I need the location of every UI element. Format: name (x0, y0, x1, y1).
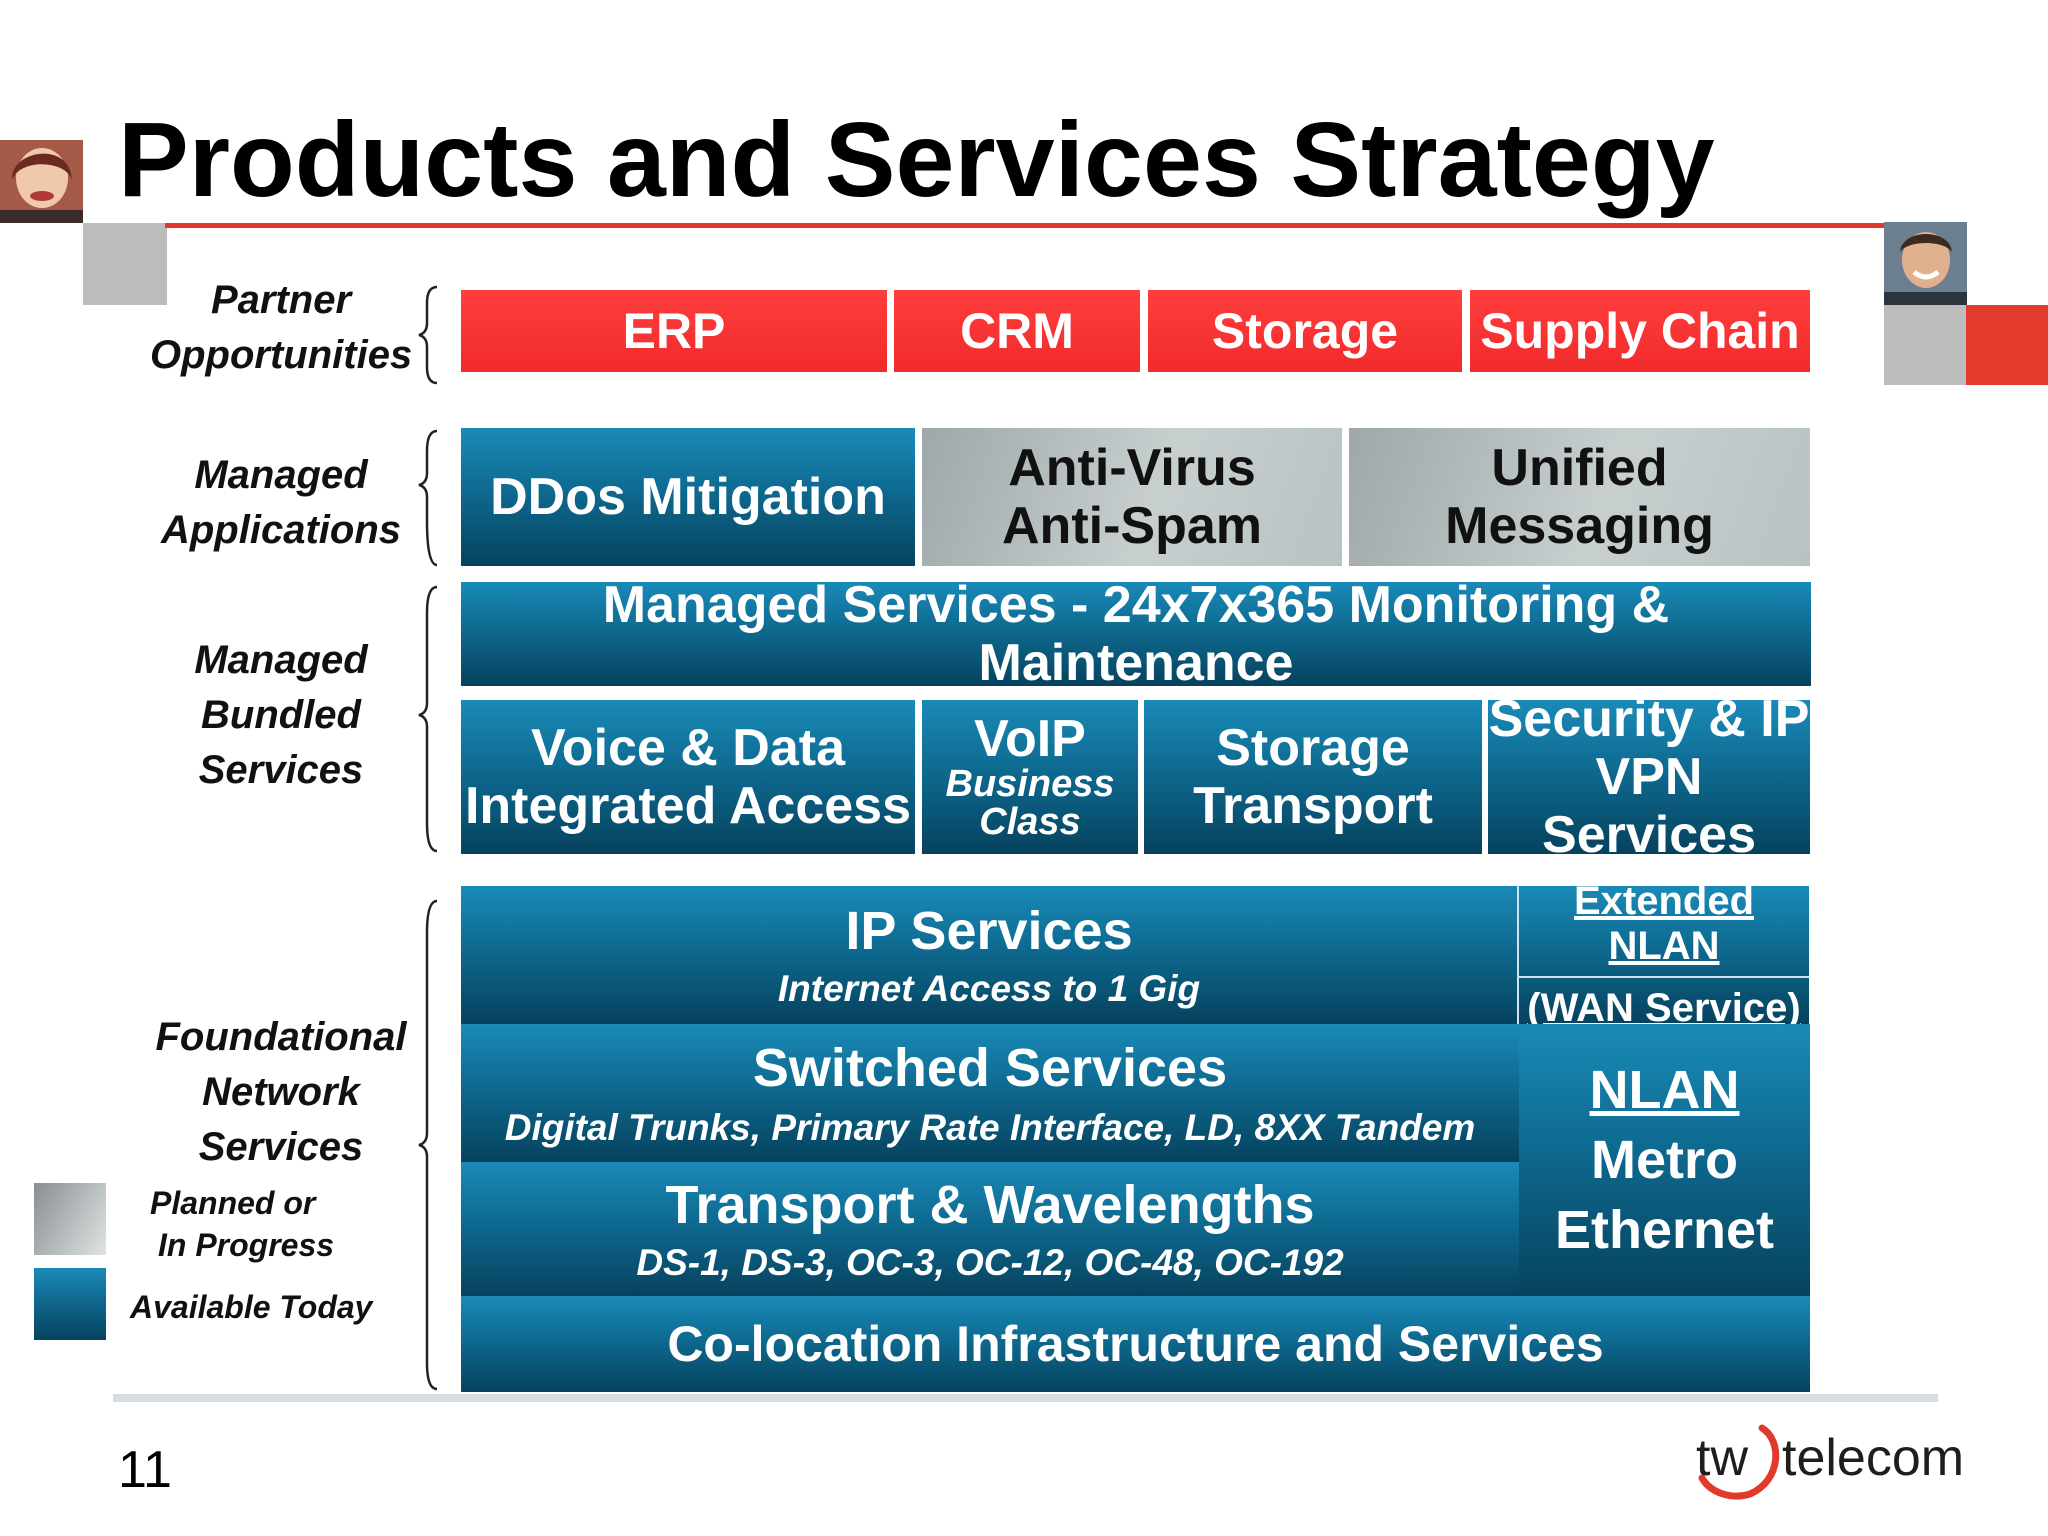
block-label: Voice & Data (530, 718, 846, 777)
legend-swatch-planned (34, 1183, 106, 1255)
partner-crm: CRM (894, 290, 1140, 372)
legend-available-label: Available Today (130, 1289, 373, 1325)
decorative-square (83, 223, 167, 305)
voip-block: VoIP Business Class (922, 700, 1138, 854)
block-label: Supply Chain (1480, 303, 1800, 359)
category-label: Network (202, 1070, 360, 1114)
legend-text: Planned or (150, 1185, 316, 1221)
block-sublabel: Class (979, 801, 1081, 843)
category-label: Managed (194, 638, 368, 682)
block-label: ERP (622, 303, 726, 359)
block-label: Anti-Spam (1002, 497, 1262, 555)
page-number: 11 (118, 1441, 172, 1499)
ip-services-block: IP Services Internet Access to 1 Gig (461, 886, 1517, 1024)
block-label: Security & IP (1488, 689, 1810, 748)
slide-title: Products and Services Strategy (118, 101, 1715, 219)
block-label: Unified (1491, 438, 1668, 497)
partner-erp: ERP (461, 290, 887, 372)
decorative-square (1884, 305, 1966, 385)
decorative-square-red (1966, 305, 2048, 385)
logo-tw: tw (1696, 1429, 1748, 1487)
block-label: VPN Services (1542, 747, 1756, 865)
category-label: Managed (194, 453, 368, 497)
nlan-link[interactable]: NLAN (1589, 1059, 1740, 1120)
category-label: Partner (210, 278, 352, 322)
switched-services-block: Switched Services Digital Trunks, Primar… (461, 1024, 1519, 1162)
anti-virus-block: Anti-Virus Anti-Spam (922, 428, 1342, 566)
category-partner-opportunities: Partner Opportunities (150, 273, 412, 383)
block-label: DDos Mitigation (490, 467, 886, 526)
presenter-photo-left (0, 140, 83, 223)
legend-swatch-available (34, 1268, 106, 1340)
category-braces (418, 285, 438, 1391)
partner-storage: Storage (1148, 290, 1462, 372)
extended-nlan-block: Extended NLAN (WAN Service) (1517, 879, 1809, 1030)
block-label: Messaging (1445, 497, 1714, 555)
ddos-mitigation-block: DDos Mitigation (461, 428, 915, 566)
block-label: VoIP (974, 710, 1086, 768)
block-label: Switched Services (752, 1038, 1228, 1099)
logo-swoosh-icon (1698, 1424, 1780, 1500)
category-label: Foundational (155, 1015, 407, 1059)
transport-wavelengths-block: Transport & Wavelengths DS-1, DS-3, OC-3… (461, 1162, 1519, 1296)
block-label: Anti-Virus (1008, 438, 1256, 497)
block-label: Managed Services - 24x7x365 Monitoring &… (602, 575, 1670, 692)
block-label: IP Services (845, 901, 1133, 962)
block-label: Storage (1216, 718, 1410, 777)
block-sublabel: DS-1, DS-3, OC-3, OC-12, OC-48, OC-192 (636, 1241, 1344, 1283)
category-label: Applications (160, 508, 402, 552)
category-managed-applications: Managed Applications (150, 448, 412, 558)
logo-telecom: telecom (1782, 1429, 1965, 1487)
storage-transport-block: Storage Transport (1144, 700, 1482, 854)
wan-service-link[interactable]: (WAN Service) (1527, 986, 1801, 1031)
unified-messaging-block: Unified Messaging (1349, 428, 1810, 566)
block-label: CRM (960, 303, 1074, 359)
block-label: Integrated Access (464, 777, 912, 835)
legend-text: In Progress (158, 1227, 335, 1263)
block-label: Storage (1211, 303, 1399, 359)
managed-services-banner: Managed Services - 24x7x365 Monitoring &… (461, 576, 1811, 692)
company-logo: tw telecom (1690, 1420, 1964, 1500)
security-vpn-block: Security & IP VPN Services (1488, 690, 1810, 864)
title-rule (165, 223, 1887, 228)
category-label: Services (198, 748, 364, 792)
block-label: Transport & Wavelengths (665, 1175, 1315, 1236)
block-label: Co-location Infrastructure and Services (667, 1316, 1604, 1372)
block-label: Transport (1193, 777, 1433, 835)
extended-nlan-link[interactable]: Extended NLAN (1519, 879, 1809, 979)
category-label: Bundled (201, 693, 361, 737)
colocation-block: Co-location Infrastructure and Services (461, 1296, 1810, 1392)
block-sublabel: Internet Access to 1 Gig (777, 967, 1201, 1009)
partner-supply-chain: Supply Chain (1470, 290, 1810, 372)
category-label: Services (198, 1125, 364, 1169)
category-foundational-network-services: Foundational Network Services (150, 1010, 412, 1175)
presenter-photo-right (1884, 222, 1967, 305)
nlan-metro-ethernet-block: NLAN Metro Ethernet (1519, 1024, 1810, 1296)
footer-rule (113, 1394, 1938, 1402)
category-managed-bundled-services: Managed Bundled Services (150, 633, 412, 798)
block-sublabel: Business (945, 763, 1115, 805)
block-label: Ethernet (1554, 1200, 1775, 1261)
block-sublabel: Digital Trunks, Primary Rate Interface, … (504, 1106, 1476, 1148)
block-label: Metro (1591, 1129, 1738, 1190)
category-label: Opportunities (150, 333, 413, 377)
legend-planned-label: Planned or In Progress (150, 1182, 334, 1266)
voice-data-block: Voice & Data Integrated Access (461, 700, 915, 854)
